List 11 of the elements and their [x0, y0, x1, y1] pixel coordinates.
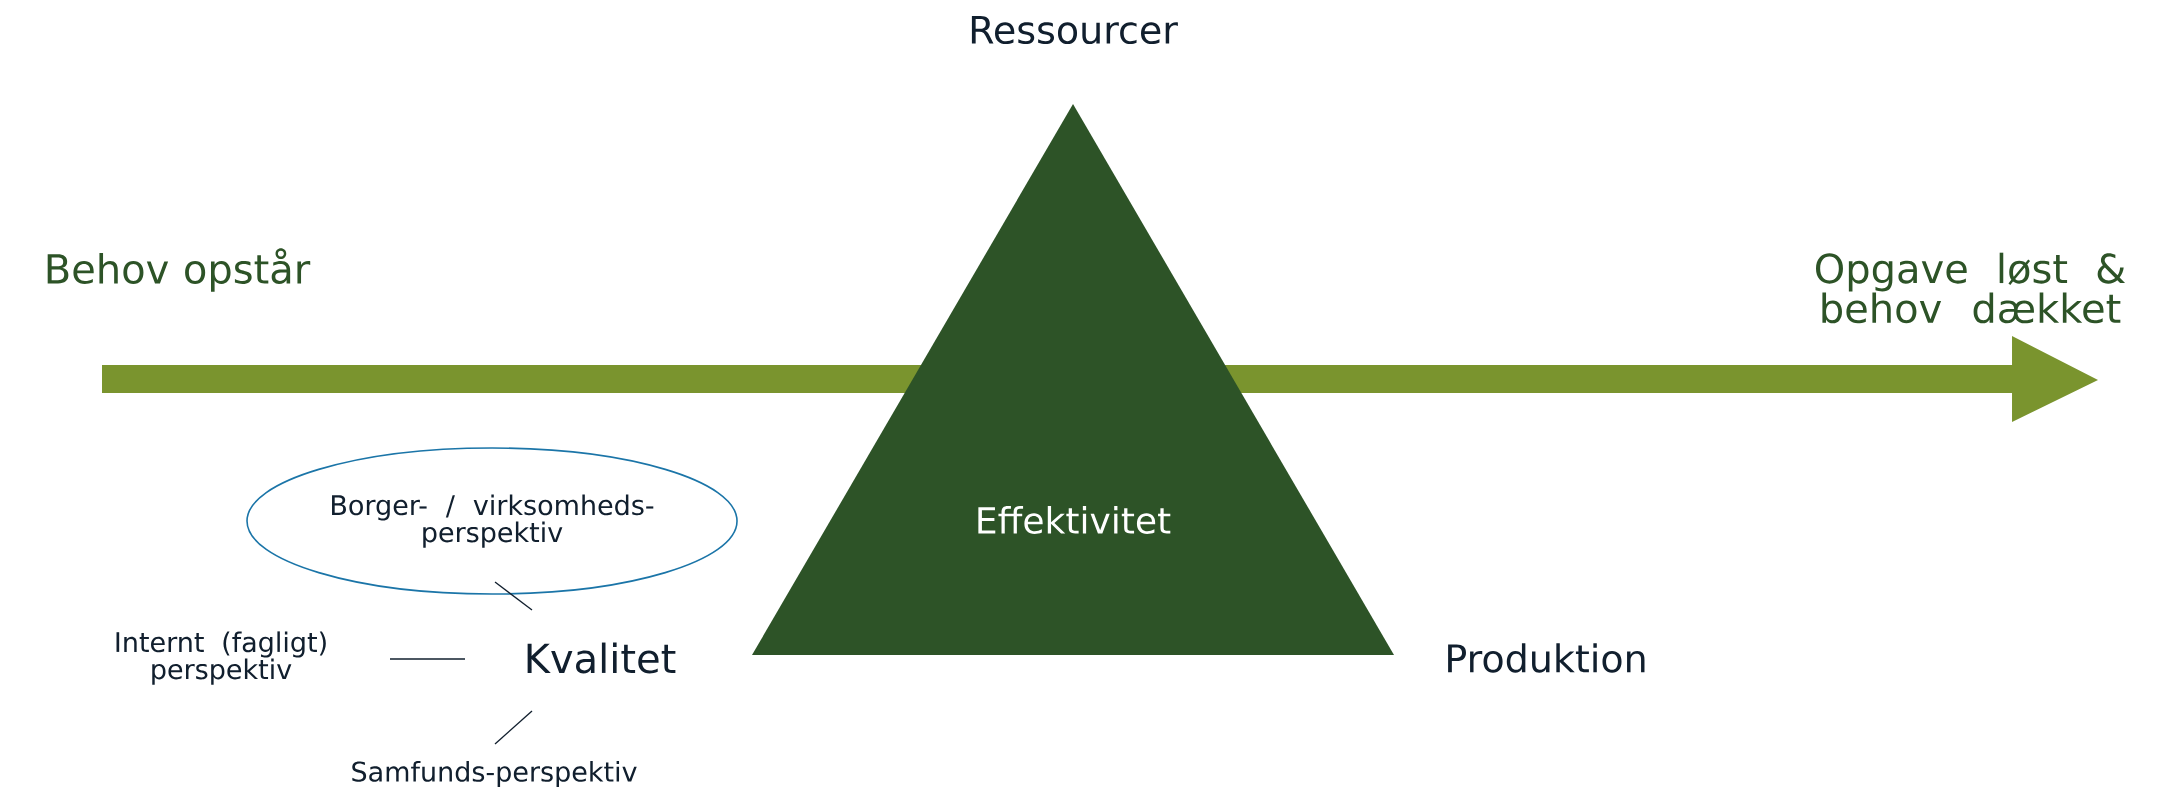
triangle: Effektivitet: [752, 104, 1394, 655]
stage-label: Opgave løst & behov dækket: [1816, 252, 2126, 324]
vertex-label: Produktion: [1448, 643, 1645, 673]
perspective-text: Internt (fagligt) perspektiv: [116, 631, 326, 685]
stage-label: Behov opstår: [47, 248, 311, 292]
vertex-label: Kvalitet: [527, 642, 676, 674]
leader-line: [389, 658, 466, 660]
leader-line: [494, 710, 533, 745]
vertex-label: Ressourcer: [971, 15, 1178, 45]
perspective-text: Samfunds-perspektiv: [352, 760, 637, 788]
leader-line: [494, 581, 533, 611]
